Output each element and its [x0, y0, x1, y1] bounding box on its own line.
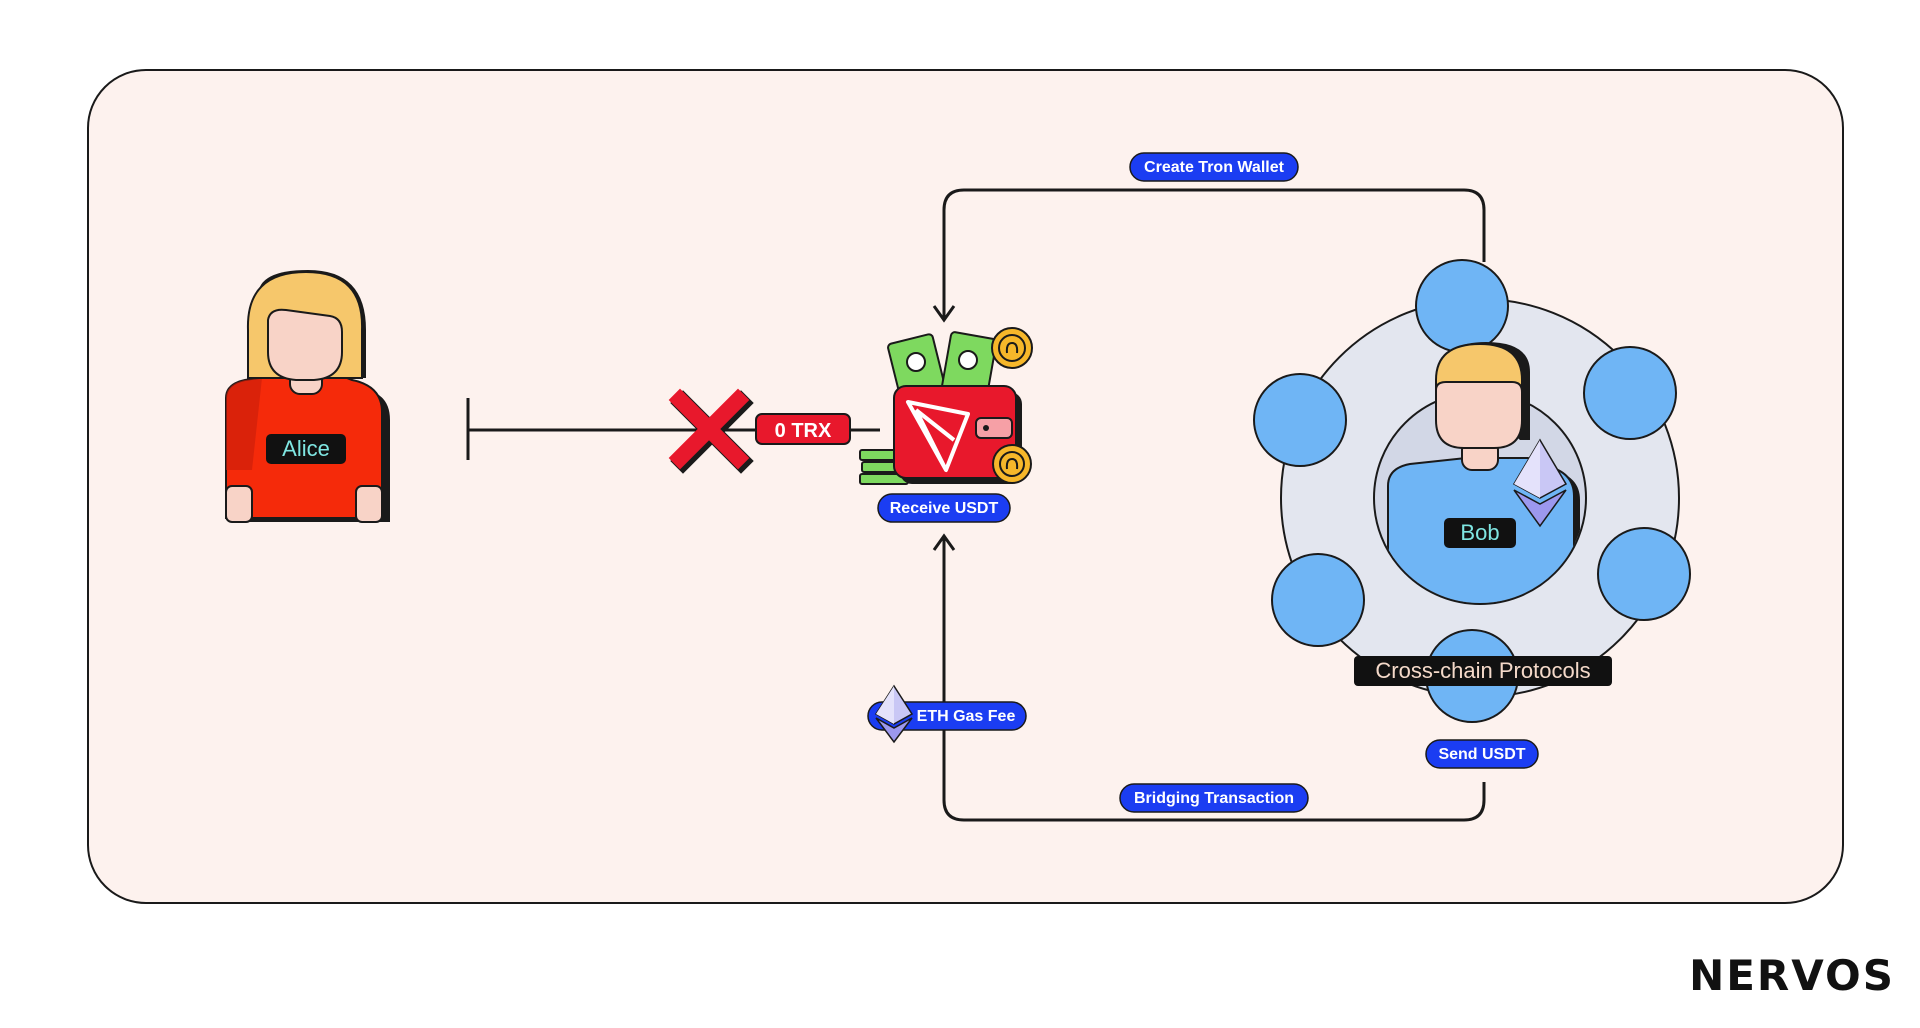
- eth-gas-fee-pill: ETH Gas Fee: [867, 684, 1027, 744]
- create-tron-wallet-pill: Create Tron Wallet: [1129, 152, 1299, 182]
- receive-usdt-label: Receive USDT: [890, 500, 999, 517]
- bob-name: Bob: [1460, 520, 1499, 545]
- coin-icon-2: [992, 444, 1032, 484]
- alice-name-tag: [266, 434, 346, 464]
- protocol-node: [1271, 553, 1365, 647]
- eth-gas-fee-label: ETH Gas Fee: [917, 708, 1016, 725]
- cross-chain-cluster: Bob Cross-chain Protocols: [1253, 259, 1691, 723]
- bridging-transaction-pill: Bridging Transaction: [1119, 783, 1309, 813]
- nervos-logo: NERVOS: [1689, 951, 1895, 1000]
- create-tron-wallet-label: Create Tron Wallet: [1144, 159, 1285, 176]
- zero-trx-label: 0 TRX: [775, 420, 832, 442]
- protocol-node: [1253, 373, 1347, 467]
- cross-chain-tag: [1354, 656, 1612, 686]
- send-usdt-label: Send USDT: [1438, 746, 1525, 763]
- alice-name: Alice: [282, 436, 330, 461]
- cross-chain-label: Cross-chain Protocols: [1375, 658, 1590, 683]
- create-wallet-arrowhead: [932, 305, 956, 323]
- ethereum-icon: [874, 684, 914, 744]
- protocol-node: [1415, 259, 1509, 353]
- bridging-transaction-label: Bridging Transaction: [1134, 790, 1294, 807]
- create-wallet-flow-line: [942, 188, 1486, 318]
- bob-name-tag: [1444, 518, 1516, 548]
- protocol-node: [1583, 346, 1677, 440]
- receive-usdt-pill: Receive USDT: [877, 493, 1011, 523]
- x-mark-icon: [668, 388, 754, 474]
- send-usdt-pill: Send USDT: [1425, 739, 1539, 769]
- alice-figure: Alice: [225, 270, 390, 523]
- coin-icon: [991, 327, 1033, 369]
- tron-wallet-icon: [859, 327, 1033, 485]
- zero-trx-badge: 0 TRX: [755, 413, 851, 445]
- ethereum-icon: [1512, 438, 1568, 528]
- bridging-arrowhead: [932, 533, 956, 551]
- protocol-node: [1597, 527, 1691, 621]
- diagram-panel: [87, 69, 1844, 904]
- bob-head: [1435, 342, 1530, 449]
- bridging-flow-line: [942, 538, 1486, 822]
